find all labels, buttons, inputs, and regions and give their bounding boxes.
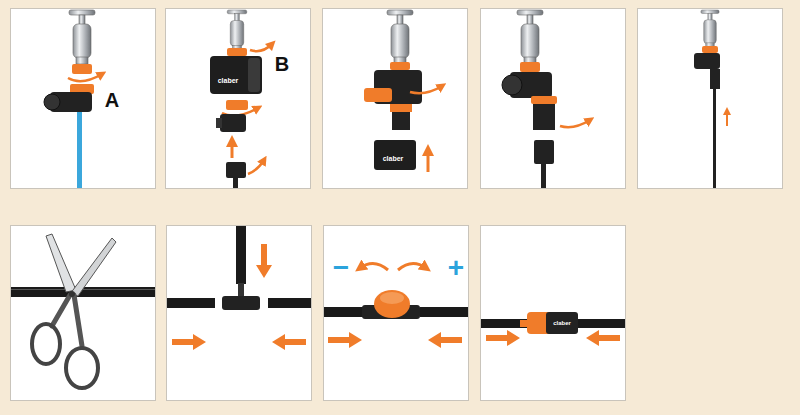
step-3 (364, 10, 442, 172)
part-letter: A (105, 90, 119, 110)
panel-frames (11, 9, 783, 401)
decrease-sign: − (333, 254, 349, 282)
brand-logo: claber (218, 77, 239, 84)
step-1 (44, 10, 102, 188)
cut-tube (11, 234, 155, 388)
step-2 (210, 10, 272, 188)
brand-logo: claber (383, 155, 404, 162)
step-4 (502, 10, 590, 188)
step-5 (694, 10, 727, 188)
tee-joint (167, 226, 311, 350)
dripper (481, 312, 625, 346)
increase-sign: + (448, 254, 464, 282)
part-letter: B (275, 54, 289, 74)
brand-logo: claber (553, 320, 571, 326)
